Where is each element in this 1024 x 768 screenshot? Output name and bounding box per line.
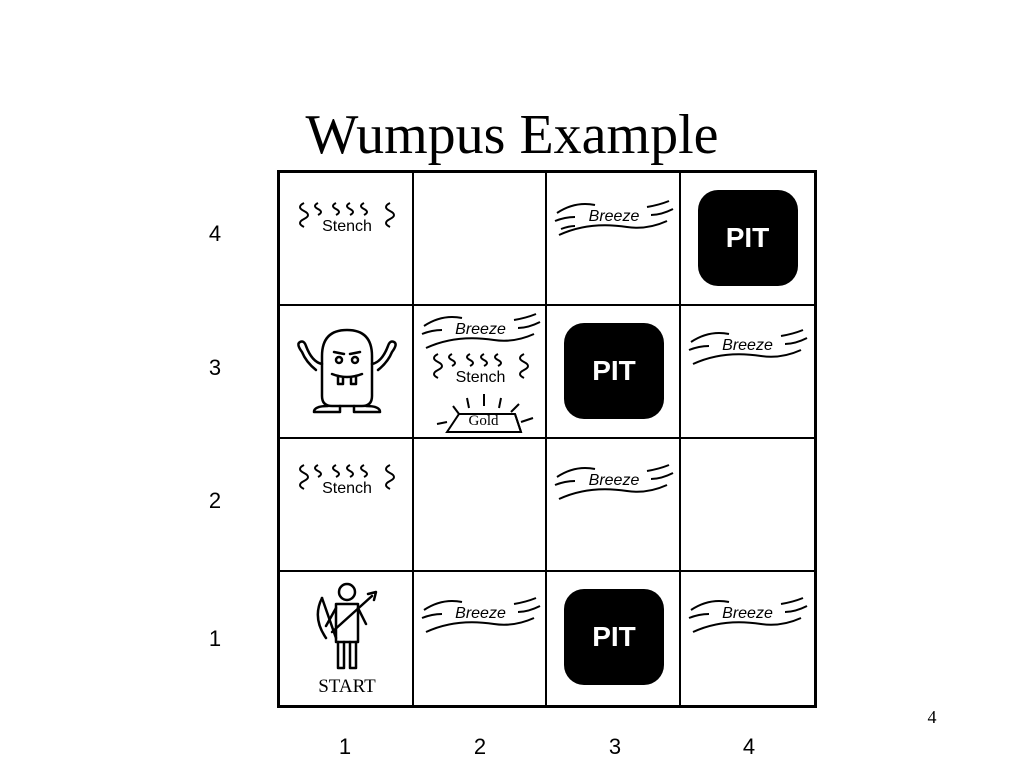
cell-2-4: [413, 173, 547, 306]
col-label-3: 3: [608, 734, 622, 759]
pit: PIT: [564, 589, 664, 685]
breeze-label: Breeze: [722, 605, 773, 622]
breeze-label: Breeze: [588, 472, 640, 489]
wumpus-icon: [297, 328, 397, 414]
slide-title: Wumpus Example: [305, 104, 719, 166]
breeze-waves-icon: [554, 200, 674, 236]
breeze-waves-icon: [554, 464, 674, 500]
cell-3-2: Breeze: [547, 439, 681, 572]
breeze-label: Breeze: [455, 605, 506, 622]
stench-percept: Stench: [414, 348, 548, 396]
stench-waves-icon: [299, 464, 395, 490]
stench-label: Stench: [455, 369, 506, 386]
cell-3-4: Breeze: [547, 173, 681, 306]
gold-bar-icon: [436, 394, 533, 433]
stench-percept: Stench: [280, 459, 414, 507]
stench-waves-icon: [299, 202, 395, 228]
row-label-2: 2: [208, 488, 222, 513]
cell-1-4: Stench: [280, 173, 414, 306]
breeze-label: Breeze: [588, 208, 640, 225]
stench-percept: Stench: [280, 197, 414, 245]
breeze-waves-icon: [688, 329, 807, 365]
stench-label: Stench: [322, 218, 372, 235]
cell-3-1: PIT: [547, 572, 681, 705]
cell-2-2: [413, 439, 547, 572]
cell-4-3: Breeze: [680, 306, 815, 439]
cell-2-3: Breeze Stench: [413, 306, 548, 439]
cell-1-3: [280, 306, 414, 439]
cell-2-1: Breeze: [414, 572, 548, 705]
breeze-waves-icon: [688, 597, 807, 633]
stench-label: Stench: [322, 480, 372, 497]
cell-1-2: Stench: [280, 439, 414, 572]
stench-waves-icon: [432, 353, 529, 379]
breeze-waves-icon: [421, 597, 540, 633]
cell-3-3: PIT: [547, 306, 681, 439]
col-label-2: 2: [473, 734, 487, 759]
agent-icon: [316, 582, 378, 670]
wumpus-grid: Stench Breeze PIT: [277, 170, 817, 708]
breeze-percept: Breeze: [547, 195, 681, 243]
breeze-percept: Breeze: [681, 592, 815, 640]
pit: PIT: [564, 323, 664, 419]
col-label-1: 1: [338, 734, 352, 759]
breeze-percept: Breeze: [681, 324, 815, 372]
cell-4-4: PIT: [680, 173, 814, 306]
breeze-label: Breeze: [455, 321, 506, 338]
breeze-percept: Breeze: [547, 459, 681, 507]
col-label-4: 4: [742, 734, 756, 759]
cell-4-2: [680, 439, 814, 572]
row-label-1: 1: [208, 626, 222, 651]
cell-1-1: START: [280, 572, 414, 705]
row-label-3: 3: [208, 355, 222, 380]
gold-percept: Gold: [429, 388, 539, 434]
gold-label: Gold: [468, 413, 499, 429]
row-label-4: 4: [208, 221, 222, 246]
breeze-waves-icon: [421, 313, 540, 349]
start-label: START: [318, 676, 376, 697]
page-number: 4: [927, 707, 937, 727]
breeze-label: Breeze: [722, 337, 773, 354]
breeze-percept: Breeze: [414, 592, 548, 640]
pit: PIT: [697, 190, 798, 286]
cell-4-1: Breeze: [681, 572, 815, 705]
breeze-percept: Breeze: [414, 308, 548, 356]
